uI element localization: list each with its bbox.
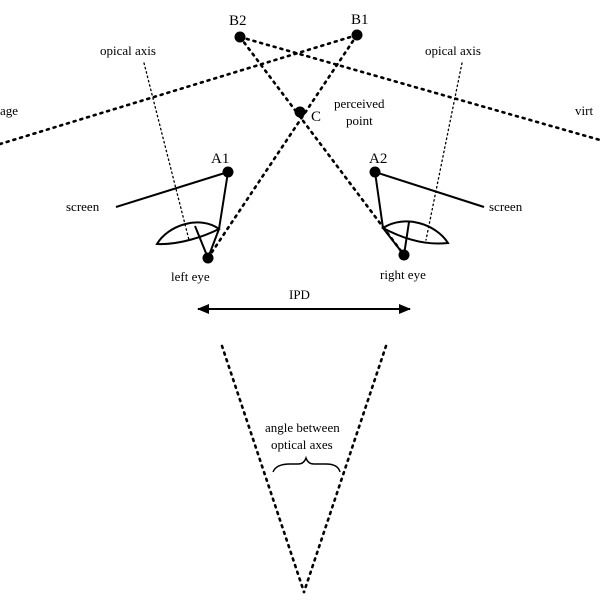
sight-line-left-eye — [206, 33, 359, 260]
angle-label-line1: angle between — [265, 420, 340, 435]
optical-axis-left — [143, 62, 190, 241]
point-a2 — [369, 166, 381, 178]
virtual-image-plane-right — [238, 35, 600, 142]
optical-axis-label-right: opical axis — [425, 43, 481, 58]
perceived-point-label-line1: perceived — [334, 96, 385, 111]
point-b2 — [234, 31, 246, 43]
sight-line-right-eye — [238, 35, 406, 257]
point-a1 — [222, 166, 234, 178]
lens-right — [381, 220, 450, 245]
lens-right-cone — [374, 171, 410, 256]
left-eye-label: left eye — [171, 269, 210, 284]
label-c: C — [311, 109, 321, 125]
screen-right — [374, 171, 485, 208]
lens-left-cone — [194, 171, 229, 259]
ipd-label: IPD — [289, 287, 310, 302]
virtual-image-label-left: age — [0, 103, 18, 118]
right-eye-label: right eye — [380, 267, 426, 282]
lens-left — [155, 221, 221, 246]
angle-line-right — [302, 344, 388, 594]
perceived-point-label-line2: point — [346, 113, 373, 128]
screen-left — [115, 171, 229, 208]
point-b1 — [351, 29, 363, 41]
virtual-image-plane-left — [0, 33, 359, 146]
angle-label-line2: optical axes — [271, 437, 333, 452]
optical-axis-right — [425, 62, 463, 241]
left-eye-point — [202, 252, 214, 264]
label-b1: B1 — [351, 12, 369, 28]
angle-line-left — [220, 344, 306, 594]
label-a1: A1 — [211, 151, 229, 167]
virtual-image-label-right: virt — [575, 103, 593, 118]
screen-label-left: screen — [66, 199, 100, 214]
screen-label-right: screen — [489, 199, 523, 214]
right-eye-point — [398, 249, 410, 261]
optical-axis-label-left: opical axis — [100, 43, 156, 58]
label-a2: A2 — [369, 151, 387, 167]
point-c — [294, 106, 306, 118]
angle-brace — [272, 455, 341, 473]
label-b2: B2 — [229, 13, 247, 29]
